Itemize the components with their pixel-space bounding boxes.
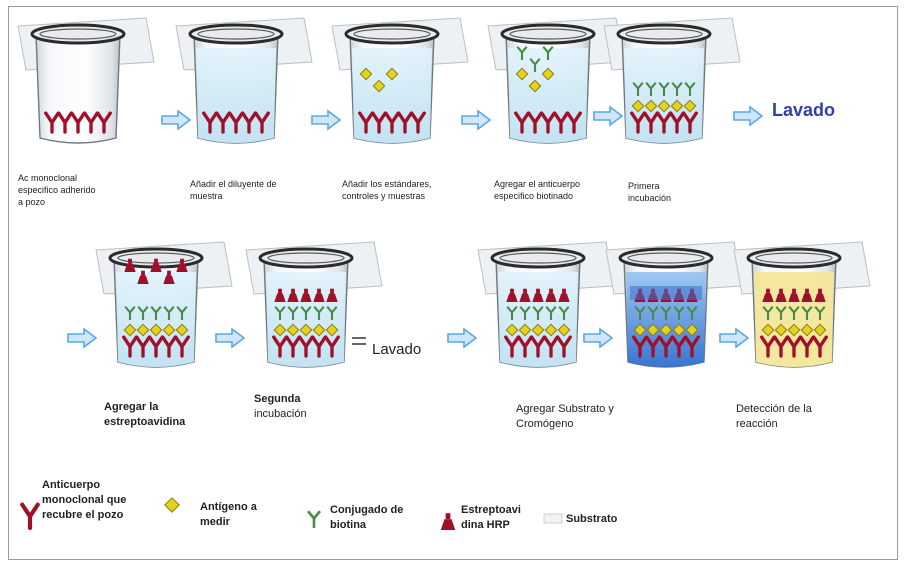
arrow-row2-1 bbox=[68, 329, 96, 347]
lavado-label-1: Lavado bbox=[772, 100, 835, 121]
arrow-row1-1 bbox=[162, 111, 190, 129]
beaker-step5 bbox=[604, 18, 740, 143]
arrow-row2-5 bbox=[720, 329, 748, 347]
equals-mark bbox=[352, 338, 366, 344]
beaker-step3 bbox=[332, 18, 468, 143]
legend-strep-icon bbox=[441, 513, 455, 530]
legend-antibody-label: Anticuerpo monoclonal que recubre el poz… bbox=[42, 478, 126, 523]
beaker-step7 bbox=[246, 242, 382, 367]
arrow-row1-2 bbox=[312, 111, 340, 129]
lavado-label-2: Lavado bbox=[372, 341, 421, 358]
beaker-step9 bbox=[606, 242, 742, 367]
arrow-row2-4 bbox=[584, 329, 612, 347]
arrow-row2-2 bbox=[216, 329, 244, 347]
beaker-step8 bbox=[478, 242, 614, 367]
beaker-step2 bbox=[176, 18, 312, 143]
arrow-row1-4 bbox=[594, 107, 622, 125]
beaker-step6 bbox=[96, 242, 232, 367]
legend-antigen-icon bbox=[165, 498, 179, 512]
beaker-step10 bbox=[734, 242, 870, 367]
arrow-row1-3 bbox=[462, 111, 490, 129]
arrow-row1-5 bbox=[734, 107, 762, 125]
arrow-row2-3 bbox=[448, 329, 476, 347]
legend-antibody-icon bbox=[22, 505, 38, 528]
legend-biotin-icon bbox=[308, 511, 320, 528]
step3-label: Añadir los estándares,controles y muestr… bbox=[342, 178, 432, 202]
legend-substrate-label: Substrato bbox=[566, 512, 617, 527]
beaker-step1 bbox=[18, 18, 154, 143]
legend-substrate-icon bbox=[544, 514, 562, 523]
beaker-step4 bbox=[488, 18, 624, 143]
